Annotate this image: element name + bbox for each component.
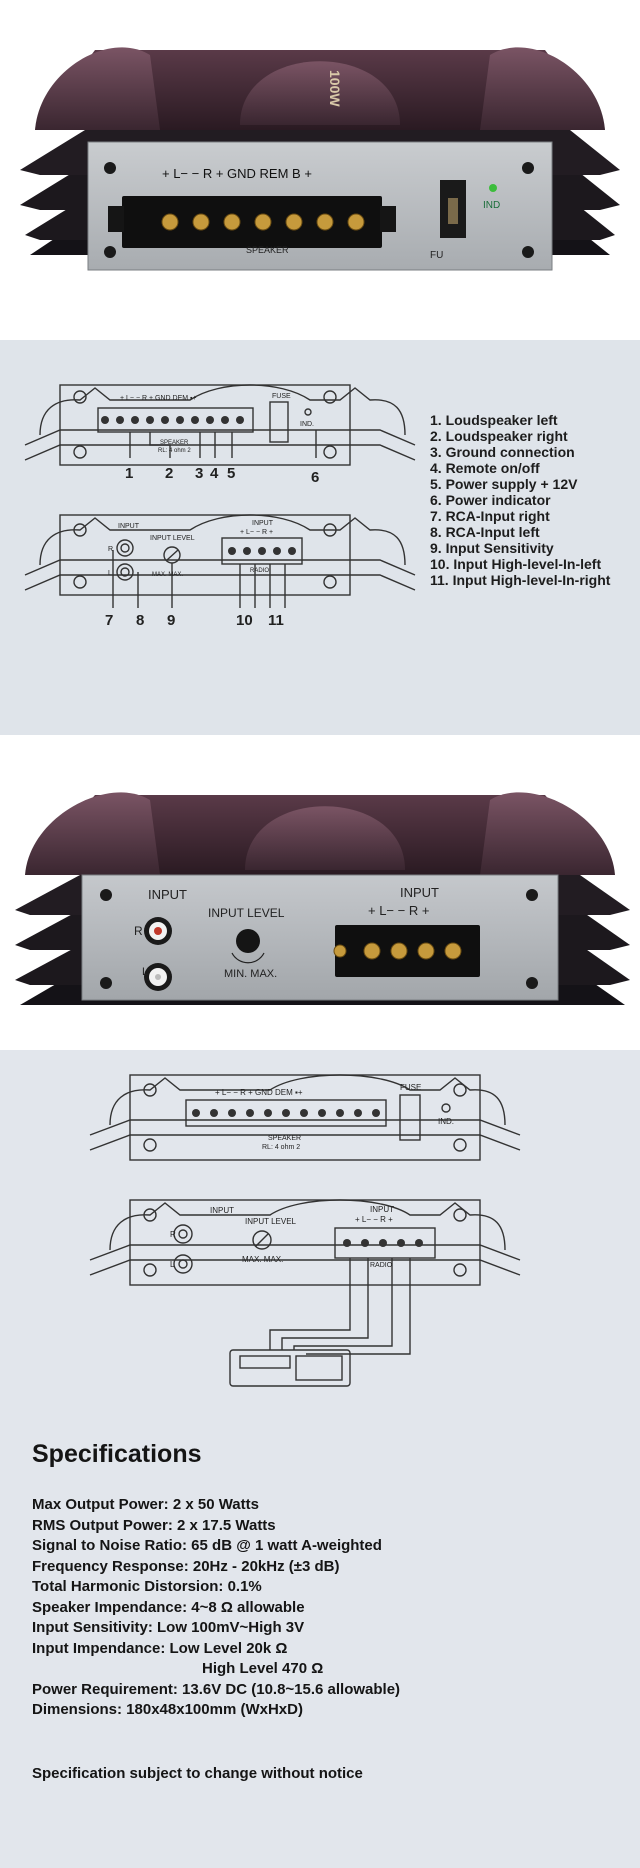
brand-text: 100W <box>327 70 343 107</box>
rl-label: RL: 4 ohm 2 <box>158 448 191 454</box>
callout-2: 2 <box>165 465 173 482</box>
wiring-and-specs: + L− − R + GND DEM ▪+ FUSE IND. SPEAKER … <box>0 1050 640 1868</box>
legend-item: 8. RCA-Input left <box>430 524 540 540</box>
legend-item: 10. Input High-level-In-left <box>430 556 602 572</box>
front-terminal-header: + L− − R + GND DEM ▪+ <box>120 395 197 402</box>
min-max-label: MIN. MAX. <box>224 968 277 980</box>
r-label: R <box>170 1230 176 1239</box>
legend-item: 7. RCA-Input right <box>430 508 550 524</box>
input-level-label: INPUT LEVEL <box>245 1217 297 1226</box>
input-label: INPUT <box>118 523 140 530</box>
ind-label: IND <box>483 200 500 211</box>
spec-line: High Level 470 Ω <box>202 1660 324 1677</box>
speaker-label: SPEAKER <box>246 245 289 255</box>
power-led-icon <box>489 184 497 192</box>
input-terminal-header: + L− − R + <box>240 529 273 536</box>
connection-diagram: + L− − R + GND DEM ▪+ FUSE IND. SPEAKER … <box>0 340 640 735</box>
back-panel-photo: INPUT R L INPUT LEVEL MIN. MAX. INPUT + … <box>0 735 640 1035</box>
specifications-block: Specifications Max Output Power: 2 x 50 … <box>32 1440 622 1782</box>
legend-item: 4. Remote on/off <box>430 460 540 476</box>
max-label: MAX. MAX. <box>152 572 183 578</box>
speaker-label: SPEAKER <box>160 440 189 446</box>
terminal-label: INPUT <box>370 1205 394 1214</box>
callout-11: 11 <box>268 612 284 629</box>
radio-label: RADIO <box>250 568 269 574</box>
l-label: L <box>142 966 148 978</box>
callout-5: 5 <box>227 465 235 482</box>
input-terminal-label: INPUT <box>252 520 274 527</box>
terminal-legend: 1. Loudspeaker left 2. Loudspeaker right… <box>430 412 610 588</box>
legend-item: 5. Power supply + 12V <box>430 476 578 492</box>
callout-10: 10 <box>236 612 253 629</box>
legend-item: 9. Input Sensitivity <box>430 540 554 556</box>
spec-line: Max Output Power: 2 x 50 Watts <box>32 1496 259 1513</box>
callout-1: 1 <box>125 465 133 482</box>
radio-label: RADIO <box>370 1262 393 1269</box>
spec-line: Input Impendance: Low Level 20k Ω <box>32 1639 288 1657</box>
legend-item: 6. Power indicator <box>430 492 551 508</box>
terminal-header: + L− − R + <box>355 1215 393 1224</box>
legend-item: 3. Ground connection <box>430 444 575 460</box>
legend-item: 2. Loudspeaker right <box>430 428 568 444</box>
input-level-label: INPUT LEVEL <box>208 906 285 920</box>
terminal-label: INPUT <box>400 885 439 900</box>
fuse-label: FUSE <box>272 393 291 400</box>
ind-label: IND. <box>438 1117 454 1126</box>
spec-line: Speaker Impendance: 4~8 Ω allowable <box>32 1598 305 1616</box>
spec-line: Total Harmonic Distorsion: 0.1% <box>32 1578 262 1595</box>
terminal-header: + L− − R + <box>368 903 429 918</box>
spec-line: Dimensions: 180x48x100mm (WxHxD) <box>32 1701 303 1718</box>
fuse-label: FU <box>430 250 443 261</box>
fuse-label: FUSE <box>400 1083 421 1092</box>
callout-8: 8 <box>136 612 144 629</box>
specifications-title: Specifications <box>32 1440 202 1468</box>
spec-line: Input Sensitivity: Low 100mV~High 3V <box>32 1619 305 1636</box>
callout-6: 6 <box>311 469 319 486</box>
callout-7: 7 <box>105 612 113 629</box>
callout-3: 3 <box>195 465 203 482</box>
spec-line: Frequency Response: 20Hz - 20kHz (±3 dB) <box>32 1557 340 1575</box>
input-label: INPUT <box>148 887 187 902</box>
ind-label: IND. <box>300 421 314 428</box>
l-label: L <box>170 1260 175 1269</box>
input-level-label: INPUT LEVEL <box>150 535 195 542</box>
terminal-header: + L− − R + GND REM B + <box>162 166 312 181</box>
spec-note: Specification subject to change without … <box>32 1764 363 1782</box>
speaker-label: SPEAKER <box>268 1135 301 1142</box>
max-label: MAX. MAX. <box>242 1255 283 1264</box>
spec-line: Signal to Noise Ratio: 65 dB @ 1 watt A-… <box>32 1537 382 1554</box>
front-terminal-header: + L− − R + GND DEM ▪+ <box>215 1088 303 1097</box>
r-label: R <box>108 546 113 553</box>
front-panel-photo: 100W + L− − R + GND REM B + SPEAKER FU I… <box>0 0 640 290</box>
legend-item: 1. Loudspeaker left <box>430 412 558 428</box>
input-label: INPUT <box>210 1206 234 1215</box>
spec-line: RMS Output Power: 2 x 17.5 Watts <box>32 1516 276 1534</box>
r-label: R <box>134 924 143 938</box>
rl-label: RL: 4 ohm 2 <box>262 1144 300 1151</box>
callout-4: 4 <box>210 465 219 482</box>
l-label: L <box>108 570 112 577</box>
spec-line: Power Requirement: 13.6V DC (10.8~15.6 a… <box>32 1680 401 1698</box>
legend-item: 11. Input High-level-In-right <box>430 572 611 588</box>
callout-9: 9 <box>167 612 175 629</box>
